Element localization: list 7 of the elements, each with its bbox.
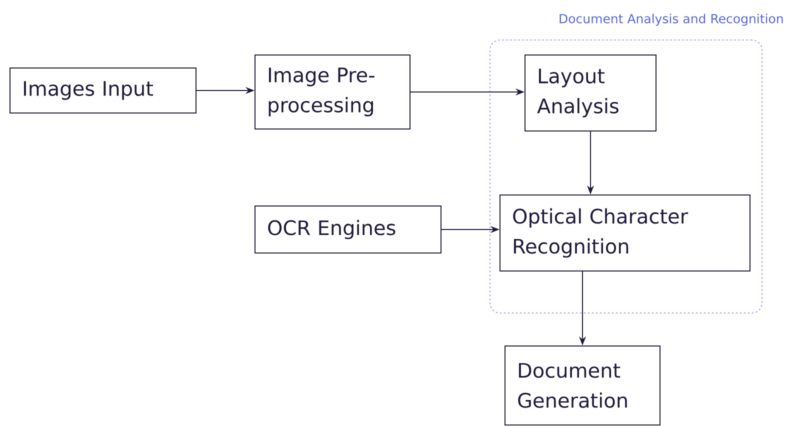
process-box: Image Pre-processing bbox=[254, 54, 410, 130]
process-box: Optical Character Recognition bbox=[500, 194, 750, 272]
process-box: Images Input bbox=[10, 68, 196, 114]
process-box: Document Generation bbox=[504, 346, 660, 426]
node-label: Document Analysis and Recognition bbox=[560, 14, 783, 26]
process-box: Layout Analysis bbox=[524, 54, 656, 132]
process-box: OCR Engines bbox=[254, 206, 442, 254]
